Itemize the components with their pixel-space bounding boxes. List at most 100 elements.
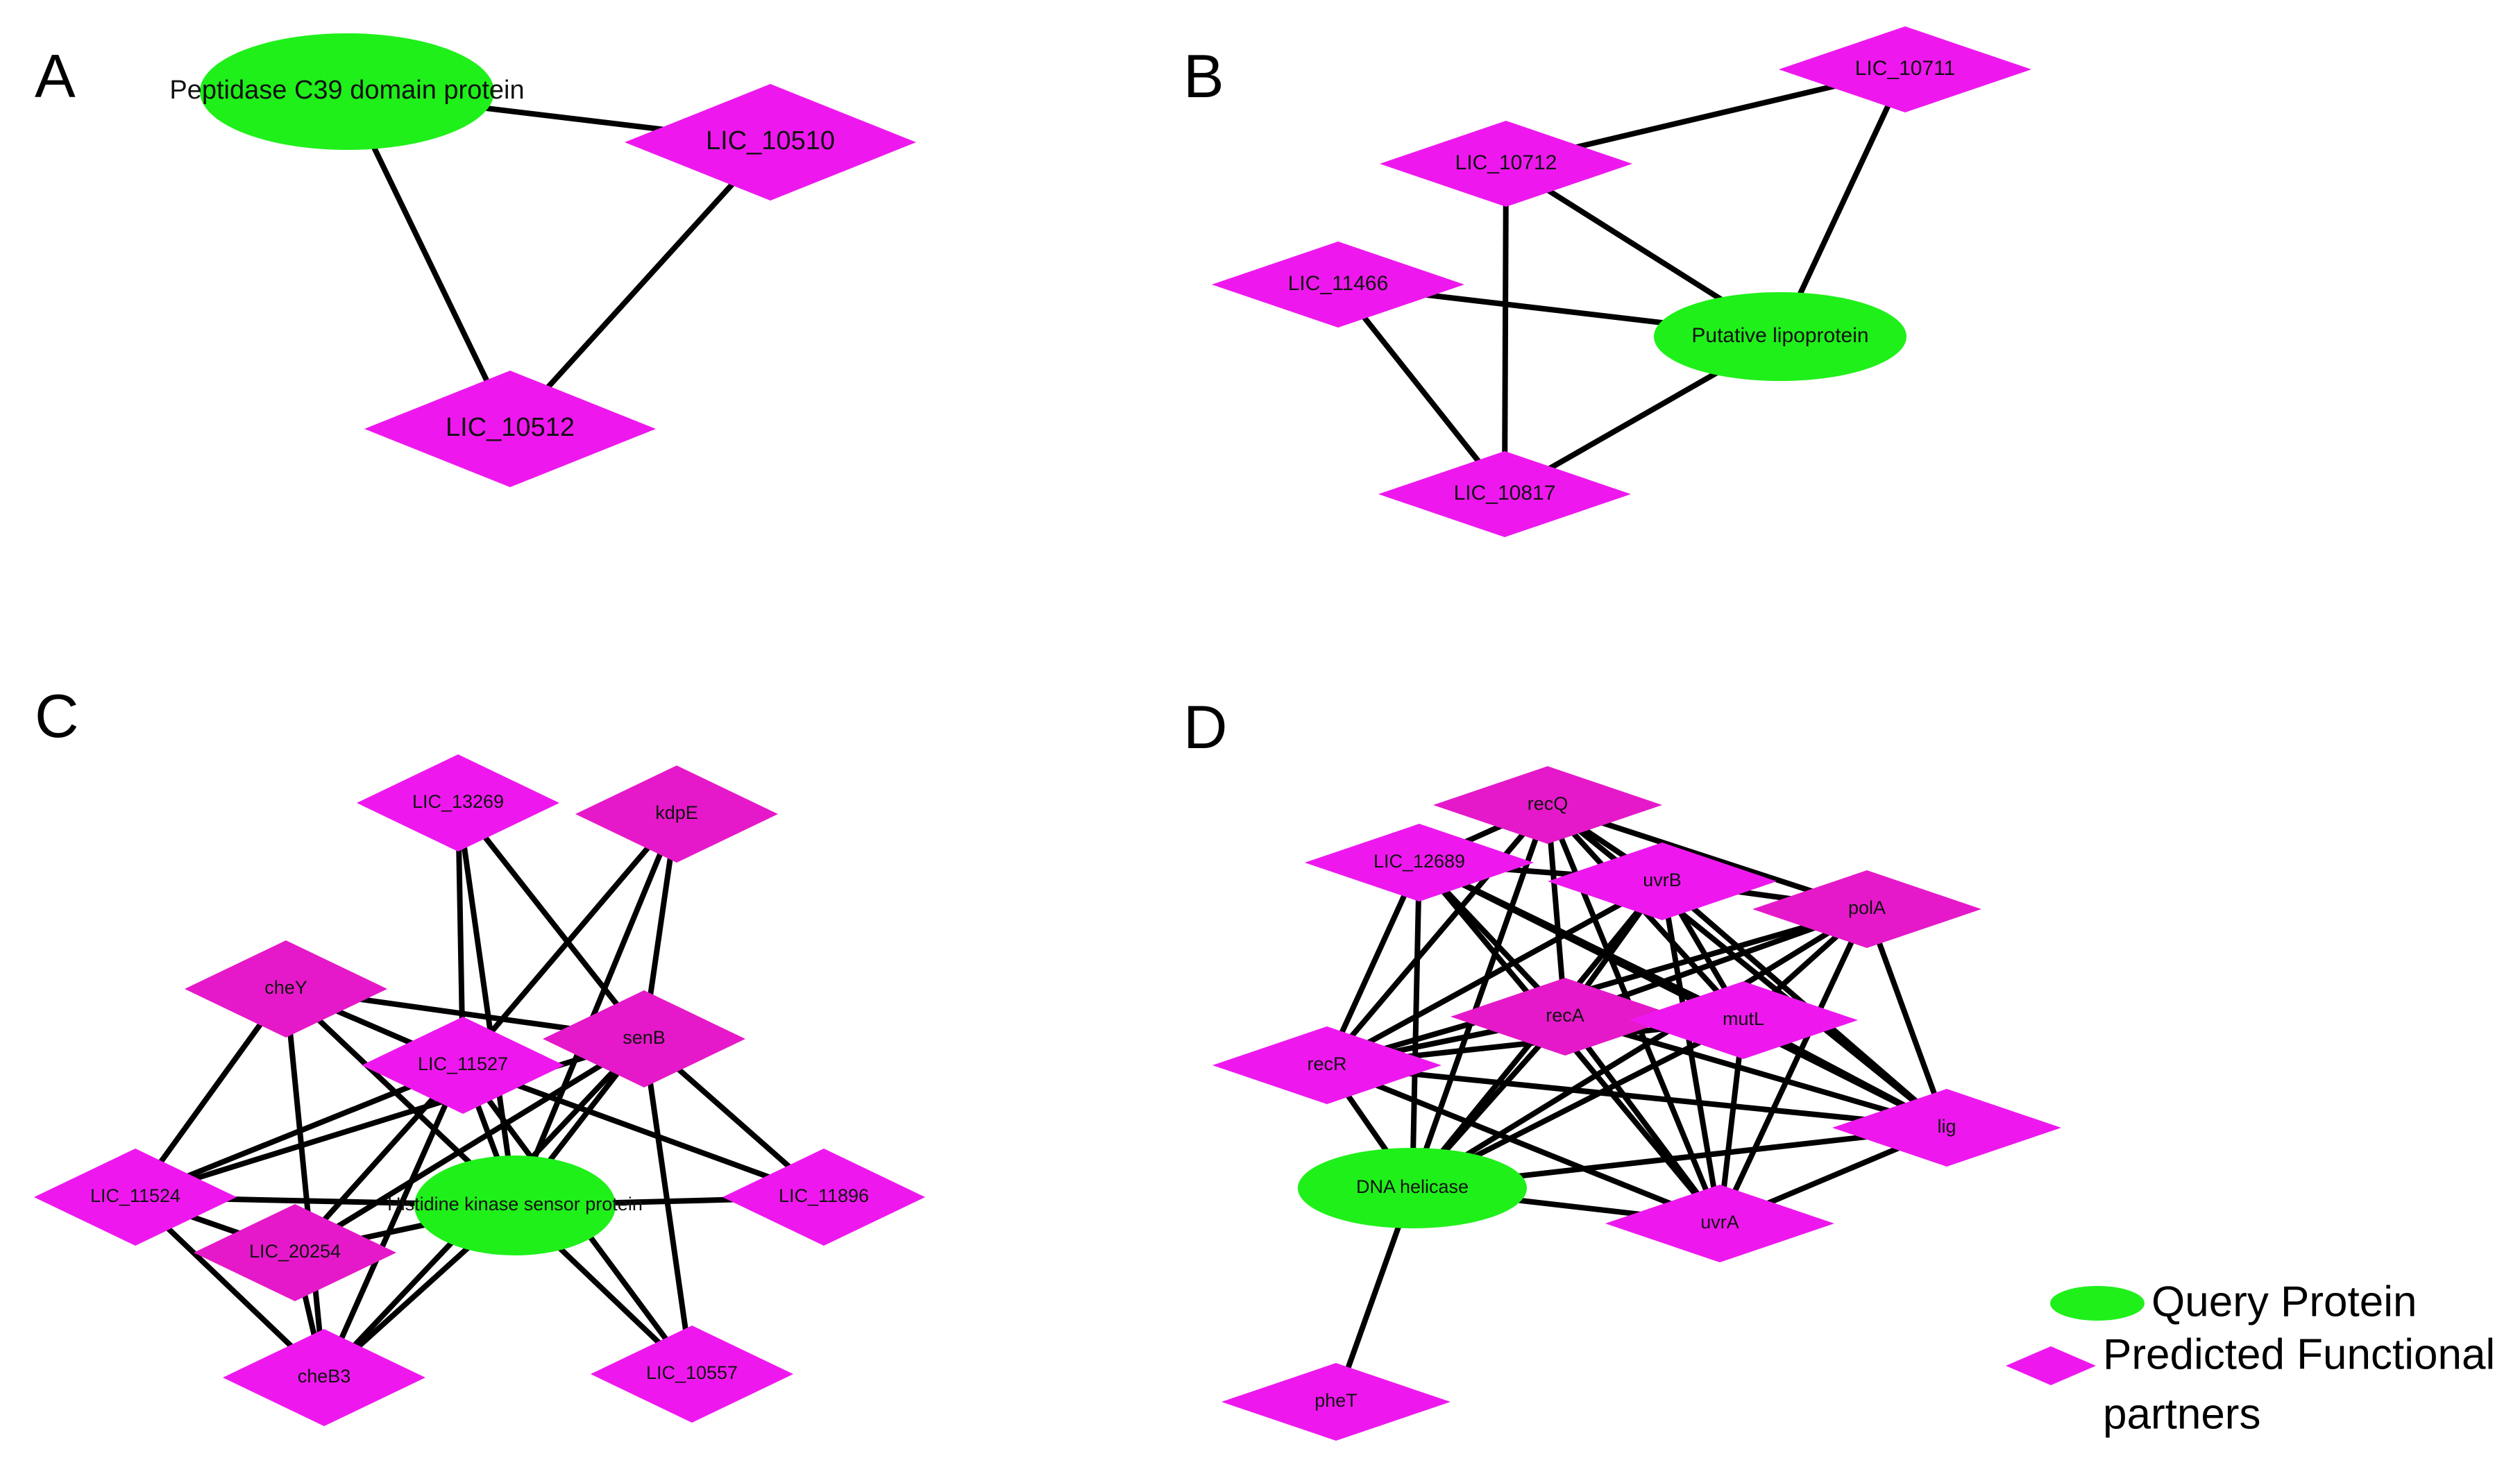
node-label: recR xyxy=(1307,1053,1346,1074)
node-lic-11896[interactable]: LIC_11896 xyxy=(722,1149,925,1246)
node-label: LIC_10512 xyxy=(446,413,575,442)
partner-diamond xyxy=(1212,1026,1441,1104)
edge-lic_10712-lic_10817 xyxy=(1502,161,1509,497)
node-label: LIC_10711 xyxy=(1855,57,1956,80)
partner-diamond xyxy=(194,1204,396,1301)
node-recq[interactable]: recQ xyxy=(1433,766,1662,844)
node-pola[interactable]: polA xyxy=(1752,870,1981,948)
edge-kdpe-query xyxy=(512,811,679,1208)
edge-recr-lig xyxy=(1324,1062,1950,1130)
query-protein-ellipse xyxy=(1298,1148,1527,1228)
node-lic-13269[interactable]: LIC_13269 xyxy=(357,754,559,852)
edge-lic_13269-query xyxy=(455,800,518,1208)
node-lic-11527[interactable]: LIC_11527 xyxy=(362,1017,564,1114)
node-label: lig xyxy=(1937,1116,1956,1137)
node-lic-12689[interactable]: LIC_12689 xyxy=(1305,824,1534,901)
node-label: recQ xyxy=(1528,793,1568,814)
node-uvrb[interactable]: uvrB xyxy=(1548,842,1777,920)
edge-reca-uvra xyxy=(1562,1014,1723,1226)
node-lic-10712[interactable]: LIC_10712 xyxy=(1380,121,1632,207)
node-mutl[interactable]: mutL xyxy=(1629,981,1858,1059)
node-query[interactable]: Peptidase C39 domain protein xyxy=(169,33,525,150)
node-lic-20254[interactable]: LIC_20254 xyxy=(194,1204,396,1301)
partner-diamond xyxy=(185,940,387,1038)
node-query[interactable]: DNA helicase xyxy=(1298,1148,1527,1228)
node-phet[interactable]: pheT xyxy=(1221,1363,1451,1441)
edge-uvrb-recr xyxy=(1324,879,1665,1068)
edge-pola-lig xyxy=(1864,906,1950,1130)
node-lic-10817[interactable]: LIC_10817 xyxy=(1378,451,1631,537)
panel-letter-c: C xyxy=(35,681,79,750)
partner-diamond xyxy=(625,84,916,201)
node-label: uvrA xyxy=(1700,1212,1739,1233)
edge-lic_11466-lic_10817 xyxy=(1335,282,1507,497)
legend-partner-label-line2: partners xyxy=(2103,1390,2260,1438)
partner-diamond xyxy=(591,1326,793,1423)
edge-lic_13269-senb xyxy=(455,800,647,1042)
edge-lic_10711-query xyxy=(1777,67,1908,339)
node-label: LIC_12689 xyxy=(1373,851,1465,872)
partner-diamond xyxy=(1380,121,1632,207)
node-label: LIC_11527 xyxy=(418,1053,508,1074)
query-protein-ellipse xyxy=(414,1155,616,1255)
edge-lic_12689-recr xyxy=(1324,860,1422,1068)
node-label: uvrB xyxy=(1643,870,1682,890)
node-chey[interactable]: cheY xyxy=(185,940,387,1038)
partner-diamond xyxy=(1433,766,1662,844)
node-lic-10711[interactable]: LIC_10711 xyxy=(1779,26,2031,112)
edge-chey-cheb3 xyxy=(283,986,327,1380)
node-label: Histidine kinase sensor protein xyxy=(387,1194,643,1214)
node-uvra[interactable]: uvrA xyxy=(1605,1185,1834,1262)
partner-diamond xyxy=(1629,981,1858,1059)
query-protein-ellipse xyxy=(1654,292,1906,381)
node-lic-10510[interactable]: LIC_10510 xyxy=(625,84,916,201)
node-kdpe[interactable]: kdpE xyxy=(575,765,778,863)
node-query[interactable]: Putative lipoprotein xyxy=(1654,292,1906,381)
node-label: LIC_11896 xyxy=(779,1185,869,1206)
partner-diamond xyxy=(34,1149,237,1246)
node-label: LIC_13269 xyxy=(412,791,504,812)
node-label: senB xyxy=(623,1027,666,1048)
node-query[interactable]: Histidine kinase sensor protein xyxy=(387,1155,643,1255)
node-label: LIC_10817 xyxy=(1454,482,1556,505)
partner-diamond xyxy=(223,1329,425,1426)
partner-diamond xyxy=(357,754,559,852)
edge-recq-recr xyxy=(1324,802,1550,1068)
node-lic-10557[interactable]: LIC_10557 xyxy=(591,1326,793,1423)
partner-diamond xyxy=(1221,1363,1451,1441)
legend: Query Protein Predicted Functional partn… xyxy=(2006,1278,2495,1438)
partner-diamond xyxy=(543,990,745,1087)
partner-diamond xyxy=(575,765,778,863)
node-reca[interactable]: recA xyxy=(1451,978,1680,1056)
node-recr[interactable]: recR xyxy=(1212,1026,1441,1104)
node-cheb3[interactable]: cheB3 xyxy=(223,1329,425,1426)
node-label: Putative lipoprotein xyxy=(1691,324,1868,347)
partner-diamond xyxy=(1378,451,1631,537)
node-label: LIC_20254 xyxy=(249,1241,341,1262)
partner-diamond xyxy=(1832,1089,2061,1167)
partner-diamond xyxy=(1212,242,1464,328)
partner-diamond xyxy=(364,371,656,487)
legend-partner-label-line1: Predicted Functional xyxy=(2103,1330,2495,1378)
node-lic-10512[interactable]: LIC_10512 xyxy=(364,371,656,487)
node-label: DNA helicase xyxy=(1356,1176,1469,1197)
node-senb[interactable]: senB xyxy=(543,990,745,1087)
edge-lic_10510-lic_10512 xyxy=(507,139,773,432)
node-lic-11524[interactable]: LIC_11524 xyxy=(34,1149,237,1246)
node-label: cheB3 xyxy=(298,1366,351,1387)
node-lic-11466[interactable]: LIC_11466 xyxy=(1212,242,1464,328)
edge-senb-lic_10557 xyxy=(641,1036,695,1377)
node-label: cheY xyxy=(264,977,307,998)
node-label: LIC_10510 xyxy=(706,126,835,155)
partner-diamond xyxy=(722,1149,925,1246)
edge-pola-query xyxy=(1410,906,1870,1191)
node-lig[interactable]: lig xyxy=(1832,1089,2061,1167)
node-label: LIC_11524 xyxy=(90,1185,180,1206)
node-label: LIC_10557 xyxy=(646,1362,738,1383)
partner-diamond xyxy=(1779,26,2031,112)
panel-letter-a: A xyxy=(35,42,76,110)
node-label: kdpE xyxy=(655,802,698,823)
